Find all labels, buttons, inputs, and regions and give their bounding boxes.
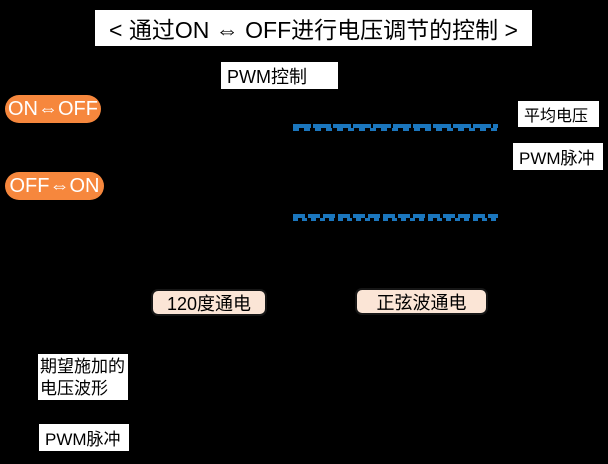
pwm-pulse-train-bottom	[293, 214, 498, 221]
mode-120-degree-box: 120度通电	[151, 289, 267, 316]
pwm-pulse-train-top	[293, 124, 498, 131]
pulse-train-bottom-row	[293, 128, 498, 131]
average-voltage-label: 平均电压	[518, 101, 599, 127]
diagram-title: < 通过ON ⇔ OFF进行电压调节的控制 >	[95, 10, 532, 46]
pulse-train-top-row	[293, 124, 498, 128]
pulse-train-top-row	[293, 214, 498, 218]
desired-voltage-waveform-line1: 期望施加的	[40, 357, 125, 376]
desired-voltage-waveform-label: 期望施加的 电压波形	[38, 354, 128, 400]
off-on-badge: OFF⇔ON	[5, 172, 104, 200]
pwm-pulse-label-bottom: PWM脉冲	[39, 424, 129, 451]
diagram-title-text: < 通过ON ⇔ OFF进行电压调节的控制 >	[109, 17, 518, 43]
on-off-badge: ON⇔OFF	[5, 95, 101, 123]
pwm-pulse-label-right: PWM脉冲	[513, 143, 603, 170]
pulse-train-bottom-row	[293, 218, 498, 221]
pwm-control-label: PWM控制	[221, 62, 338, 89]
mode-sine-wave-box: 正弦波通电	[355, 288, 488, 315]
desired-voltage-waveform-line2: 电压波形	[40, 379, 108, 398]
